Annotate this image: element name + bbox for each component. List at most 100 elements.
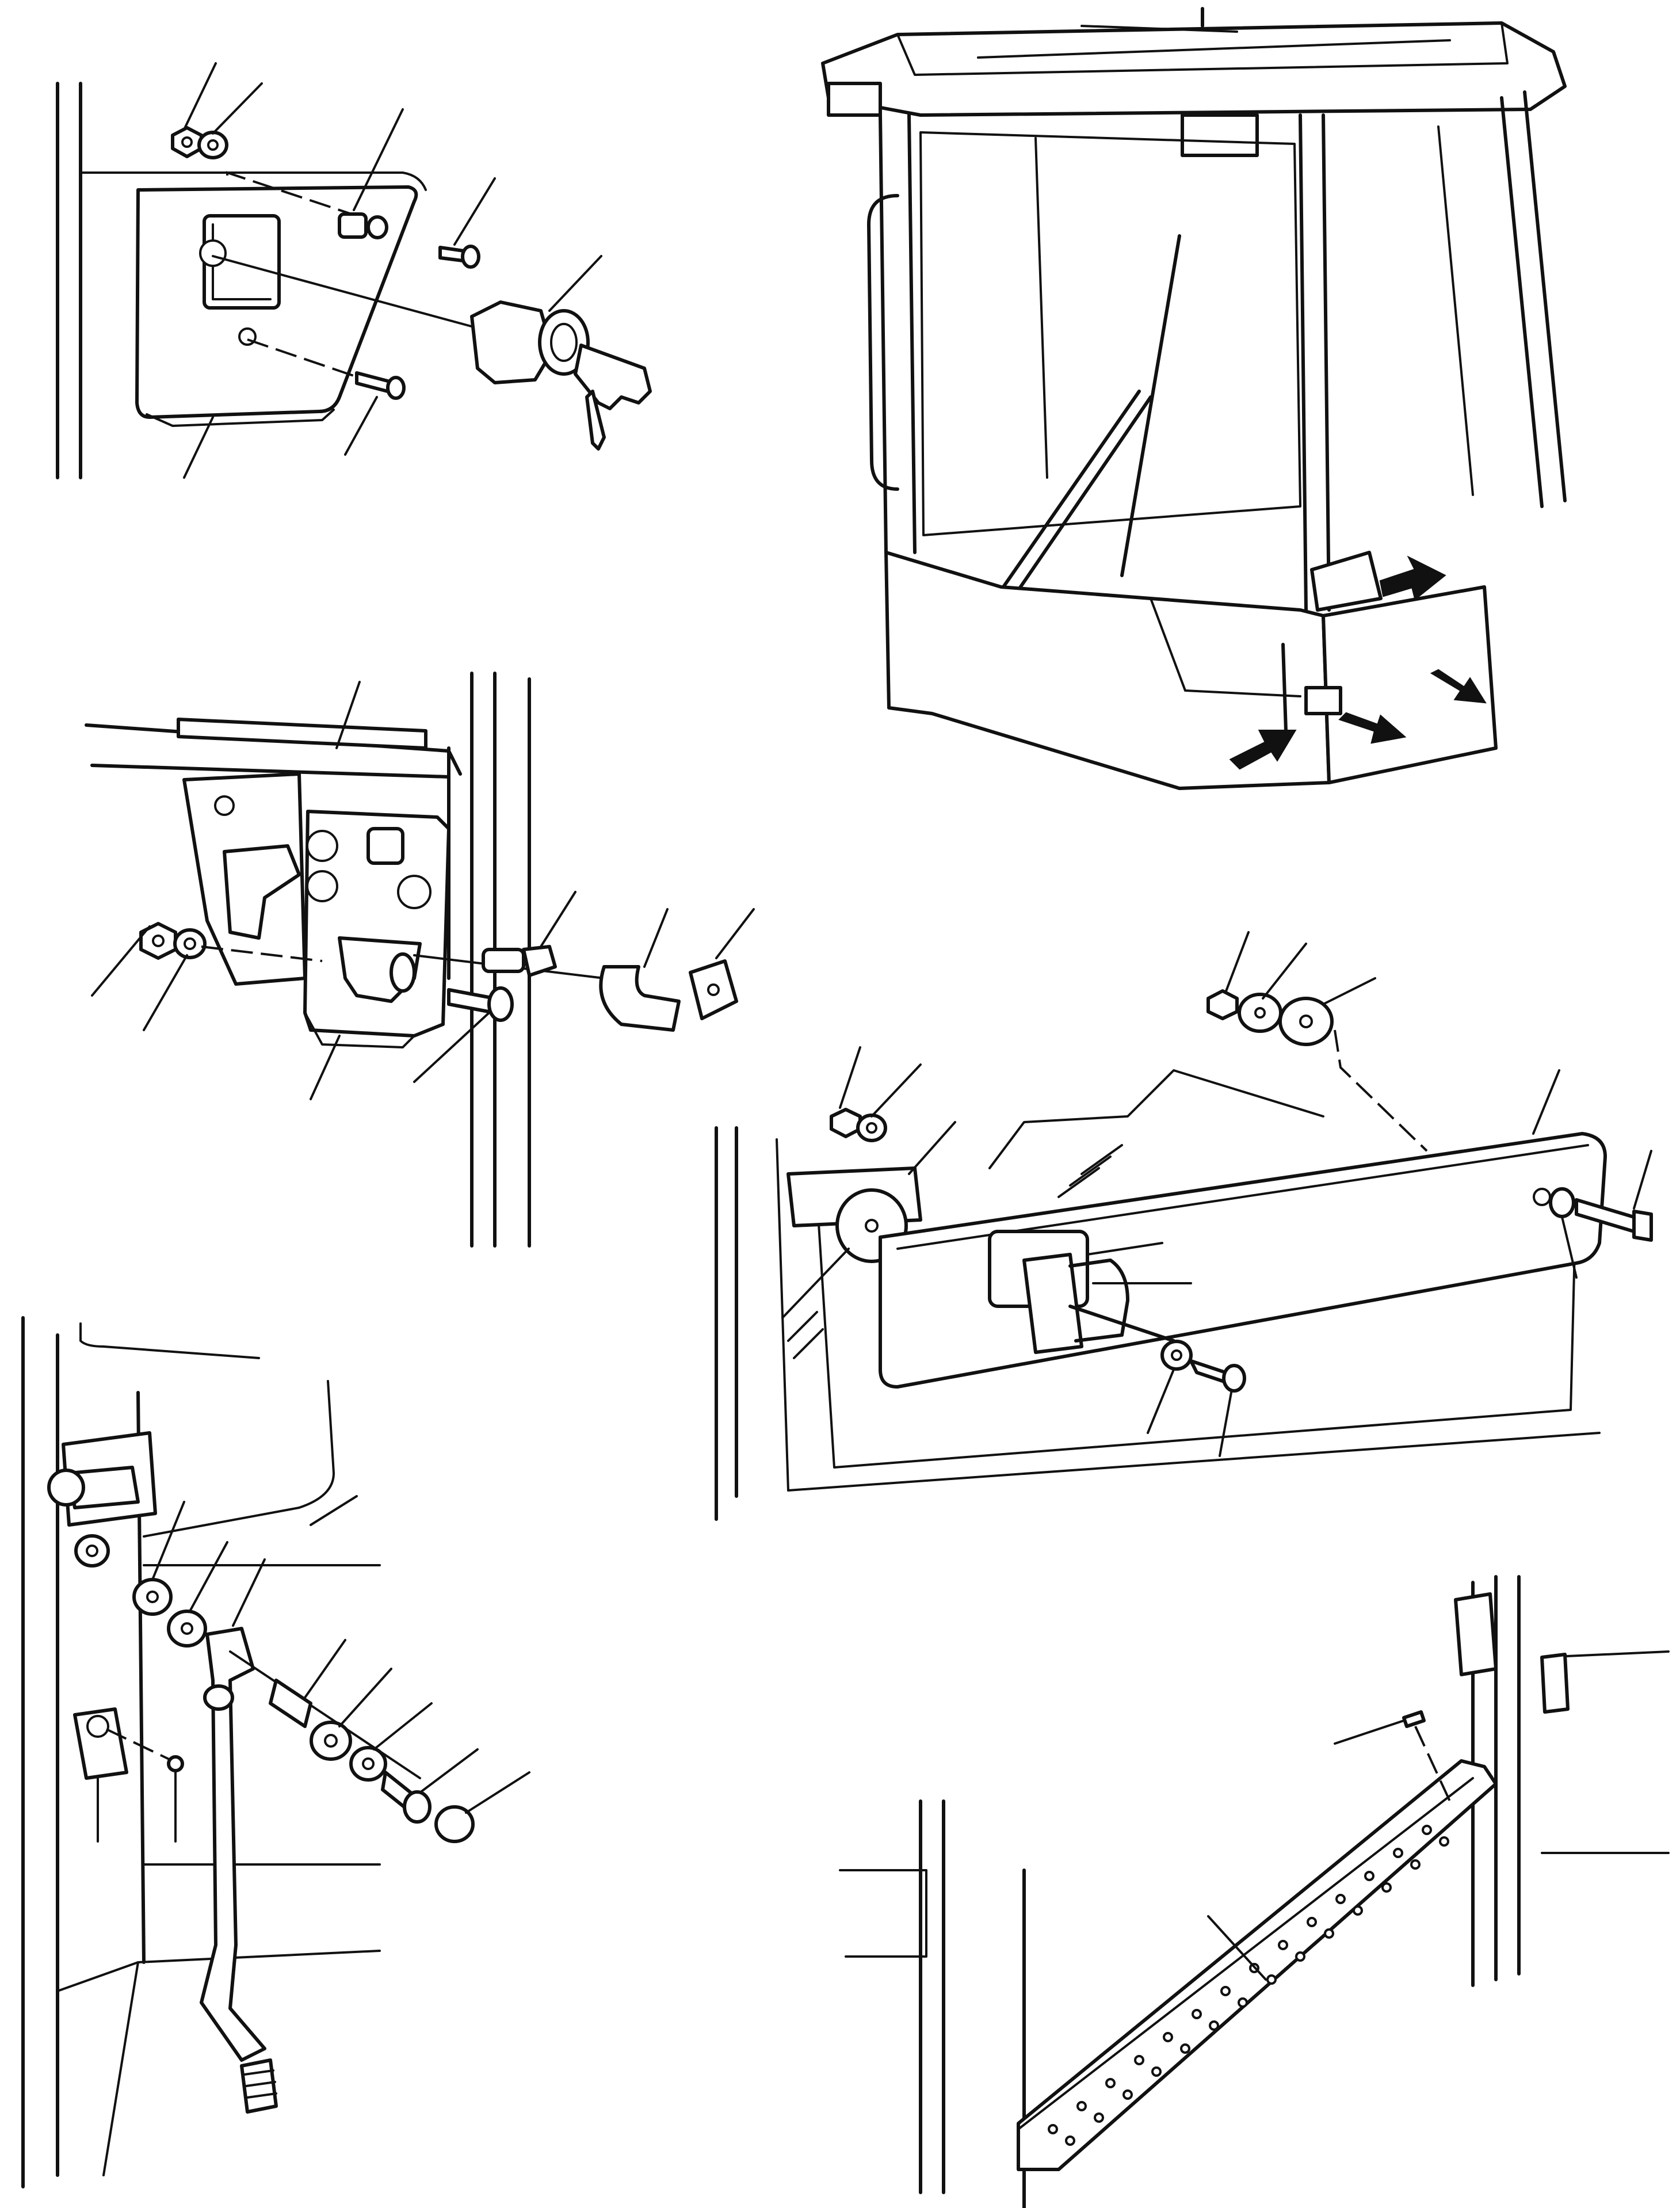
view-door-handle-lock <box>56 62 652 479</box>
leader-line <box>1334 1719 1405 1745</box>
leader-line <box>189 1541 228 1612</box>
roof-rib <box>977 39 1451 59</box>
glass-reflection <box>1057 1144 1123 1198</box>
stay-catch-hole <box>86 1715 109 1738</box>
arrow-latch <box>1338 712 1407 744</box>
windscreen-frame <box>919 131 1301 536</box>
handle-bolt-head <box>1632 1210 1653 1242</box>
view-step-plate <box>839 1575 1670 2208</box>
arrow-stay-rod <box>1229 730 1297 770</box>
step-plate-edge <box>1017 1777 1474 2130</box>
leader-line <box>1086 1242 1163 1256</box>
work-light-right <box>1181 113 1259 157</box>
view-door-latch <box>85 672 755 1248</box>
handle-bar-hole <box>1533 1188 1551 1206</box>
latch-lever <box>223 844 301 940</box>
leader-line <box>1322 977 1376 1005</box>
door-panel-edge <box>79 171 427 191</box>
washer-hole <box>1171 1349 1182 1361</box>
leader-line <box>212 82 263 135</box>
screw-head-upper <box>461 245 480 269</box>
leader-line <box>183 416 214 479</box>
countersunk-screw <box>1402 1710 1426 1728</box>
washer-hole <box>86 1545 98 1557</box>
hex-nut <box>1206 989 1239 1020</box>
wiper-blade <box>1120 234 1181 577</box>
hinge-bolt-head <box>47 1469 85 1507</box>
leader-line <box>232 1558 266 1627</box>
handle-housing-edge <box>146 409 335 427</box>
washer-hole <box>184 937 196 950</box>
leader-line <box>643 908 669 968</box>
glass-reflection <box>787 1311 824 1359</box>
knob-knurl <box>243 2069 277 2099</box>
door-glass-edge <box>776 1138 1601 1492</box>
view-door-stay-rod <box>21 1316 530 2188</box>
work-light-left <box>827 82 882 117</box>
grip-block <box>1022 1253 1083 1354</box>
key-blade <box>585 390 606 451</box>
bolt-head <box>1222 1364 1246 1393</box>
step-hinge-side <box>1540 1653 1570 1714</box>
washer <box>1549 1187 1575 1218</box>
striker-bolt <box>482 948 525 973</box>
cab-post-front-right-inner <box>1322 113 1331 612</box>
wiper-arm <box>994 390 1141 600</box>
grip-pin <box>1068 1305 1175 1343</box>
centerline-latch <box>201 945 323 962</box>
centerline-lock <box>212 255 479 329</box>
rotor-slot <box>390 952 416 993</box>
leader-line <box>151 1501 185 1581</box>
leader-line <box>839 1046 861 1109</box>
leader-line <box>1561 1216 1578 1279</box>
leader-line <box>353 108 404 211</box>
leader-line <box>373 1702 433 1751</box>
square-nut-hole <box>707 983 720 996</box>
leader-line <box>715 908 755 959</box>
plate-hole <box>214 795 235 816</box>
latch-screw-head <box>487 986 514 1022</box>
leader-line <box>870 1063 922 1118</box>
spacer-hole <box>865 1219 879 1233</box>
door-lower-rail <box>90 764 450 779</box>
spacer-sleeve <box>338 212 368 239</box>
centerline-screw <box>1414 1726 1451 1802</box>
cab-stay-rod <box>1281 643 1288 733</box>
washer-hole <box>362 1757 375 1770</box>
cab-post-front-right <box>1299 113 1308 612</box>
leader-line <box>465 1771 530 1814</box>
washer-hole <box>1299 1015 1313 1028</box>
cab-post-rear <box>1500 96 1544 508</box>
leader-line <box>1633 1150 1652 1210</box>
leader-line <box>413 1012 490 1083</box>
roof-rib <box>1080 25 1238 33</box>
step-hinge-upper <box>1454 1592 1498 1676</box>
pin-head <box>403 1790 432 1824</box>
body-panel-line <box>1150 597 1301 697</box>
lock-cylinder-body <box>470 300 554 384</box>
door-top-edge <box>79 1322 260 1359</box>
leader-line <box>908 1121 956 1175</box>
lock-bore <box>199 239 227 267</box>
latch-body-edge <box>304 1012 415 1048</box>
leader-line <box>304 1639 346 1699</box>
leader-line <box>419 1748 479 1794</box>
stay-rod <box>200 1627 266 2062</box>
washer-hole <box>866 1122 877 1134</box>
centerline-screw <box>247 338 375 384</box>
striker-clamp <box>599 965 681 1032</box>
grip-loop <box>1068 1259 1129 1343</box>
leader-line <box>1532 1069 1560 1135</box>
leader-line <box>310 1035 341 1100</box>
cab-post-rear-inner <box>1523 90 1567 502</box>
leader-line <box>1224 931 1250 994</box>
leader-line <box>338 1668 392 1727</box>
arrow-step <box>1430 669 1487 704</box>
roof-top-edge <box>896 22 1509 76</box>
hex-nut-hole <box>181 136 193 148</box>
leader-line <box>91 925 151 997</box>
latch-hole <box>306 870 338 902</box>
leader-line <box>781 1248 850 1319</box>
cab-post-front-left-inner <box>907 113 917 554</box>
screw-head-lower <box>386 376 406 400</box>
